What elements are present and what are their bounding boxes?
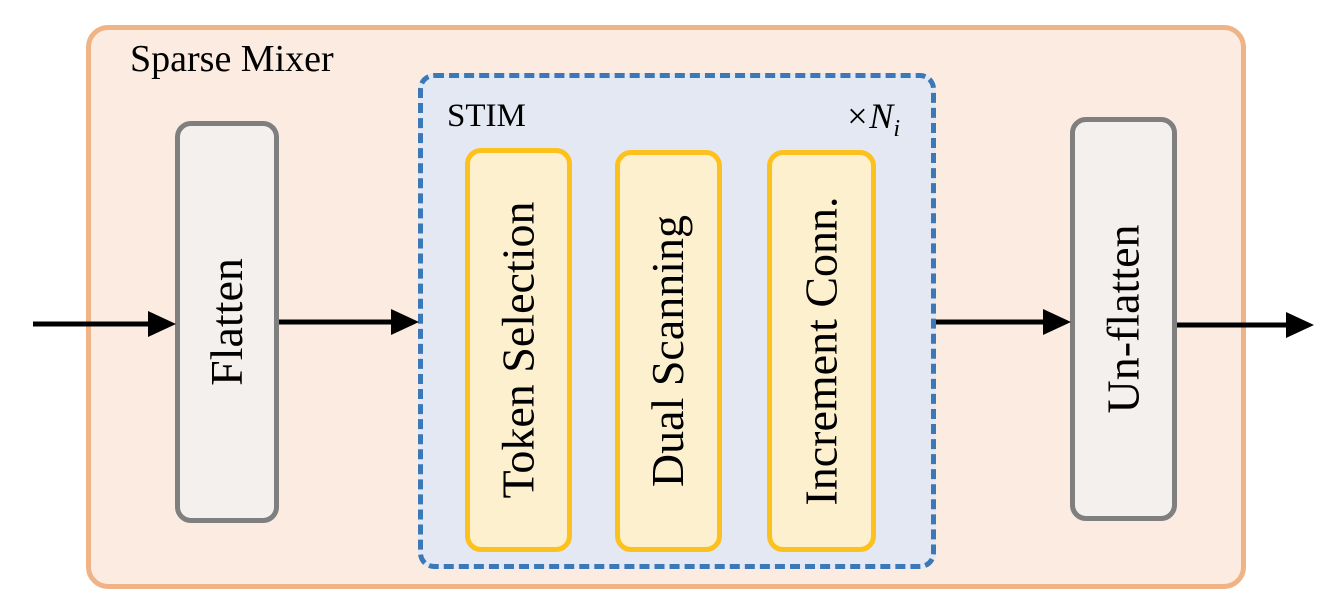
dual-scanning-label: Dual Scanning (642, 214, 694, 488)
unflatten-label: Un-flatten (1097, 224, 1149, 414)
stim-title: STIM (447, 98, 526, 134)
increment-conn-box: Increment Conn. (767, 150, 876, 552)
unflatten-box: Un-flatten (1070, 117, 1177, 521)
stim-repeat-subscript: i (893, 116, 900, 143)
dual-scanning-box: Dual Scanning (615, 150, 722, 552)
output-arrow-head (1286, 312, 1314, 338)
flatten-box: Flatten (175, 121, 279, 523)
token-selection-label: Token Selection (492, 201, 544, 499)
stim-repeat-symbol: ×N (845, 96, 894, 136)
sparse-mixer-title: Sparse Mixer (130, 38, 334, 80)
flatten-label: Flatten (201, 258, 253, 386)
increment-conn-label: Increment Conn. (795, 196, 847, 506)
token-selection-box: Token Selection (465, 148, 572, 552)
stim-repeat-label: ×Ni (845, 98, 900, 141)
